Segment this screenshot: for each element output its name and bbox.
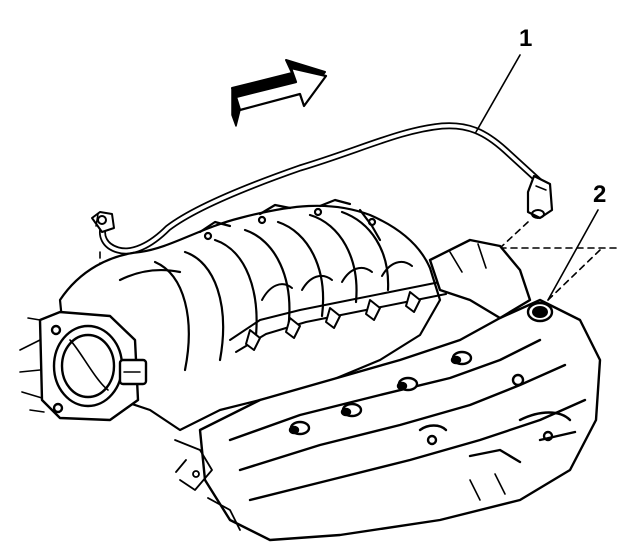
callout-1-label: 1 bbox=[519, 25, 533, 52]
leader-line-2 bbox=[547, 209, 599, 301]
pcv-hose-icon bbox=[91, 122, 554, 255]
intake-manifold bbox=[58, 198, 442, 432]
valve-cover-port-icon bbox=[526, 301, 554, 323]
direction-arrow-icon bbox=[231, 59, 328, 127]
lower-brackets bbox=[174, 439, 241, 531]
callout-2-label: 2 bbox=[593, 181, 607, 208]
fuel-injectors bbox=[229, 260, 447, 353]
throttle-body bbox=[19, 310, 148, 422]
valve-cover bbox=[198, 238, 602, 542]
leader-line-1 bbox=[475, 54, 521, 133]
